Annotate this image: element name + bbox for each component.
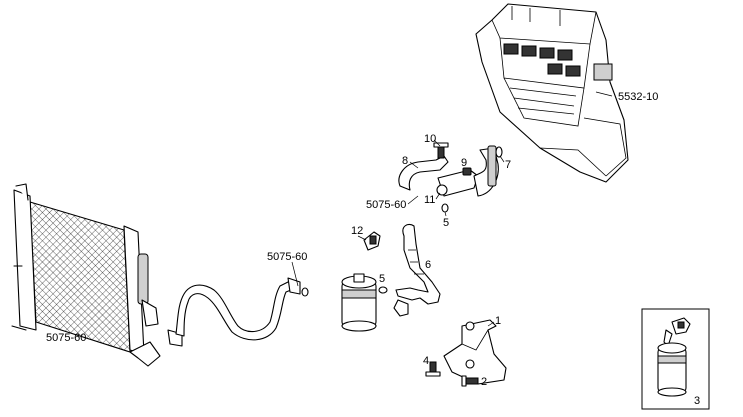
leader-heater-box xyxy=(595,91,613,97)
leader-10 xyxy=(433,139,441,147)
callout-5a: 5 xyxy=(443,217,449,229)
leader-pipe-lower xyxy=(291,261,299,287)
callout-11: 11 xyxy=(424,194,435,206)
condenser[interactable] xyxy=(11,183,183,367)
leader-11 xyxy=(435,192,441,200)
bolt-2[interactable] xyxy=(461,375,479,387)
callout-1: 1 xyxy=(495,315,501,327)
upper-hose-assembly[interactable] xyxy=(398,145,499,197)
callout-10: 10 xyxy=(424,133,436,145)
leader-pipe-upper xyxy=(407,195,419,205)
callout-8: 8 xyxy=(402,155,408,167)
receiver-drier[interactable] xyxy=(341,273,377,332)
callout-pipe-upper: 5075-60 xyxy=(366,199,406,211)
leader-12 xyxy=(357,235,367,241)
leader-7 xyxy=(499,155,505,163)
condenser-pipe[interactable] xyxy=(175,277,309,341)
callout-3: 3 xyxy=(694,395,700,407)
connector-12[interactable] xyxy=(363,231,381,251)
callout-5b: 5 xyxy=(379,273,385,285)
receiver-drier-inset[interactable] xyxy=(657,317,691,397)
leader-8 xyxy=(409,161,419,169)
o-ring-5-upper[interactable] xyxy=(441,203,449,213)
hose-6[interactable] xyxy=(395,223,441,305)
callout-9: 9 xyxy=(461,157,467,169)
heater-box[interactable] xyxy=(475,3,629,183)
bracket-1[interactable] xyxy=(443,319,507,385)
callout-4: 4 xyxy=(423,355,429,367)
bolt-4[interactable] xyxy=(425,361,441,377)
callout-12: 12 xyxy=(351,225,363,237)
fitting-lower[interactable] xyxy=(393,299,409,317)
o-ring-5-lower[interactable] xyxy=(378,286,388,294)
o-ring-7[interactable] xyxy=(495,146,503,158)
callout-6: 6 xyxy=(425,259,431,271)
leader-1 xyxy=(487,321,495,327)
leader-5a xyxy=(444,211,447,217)
callout-2: 2 xyxy=(481,376,487,388)
bolt-10[interactable] xyxy=(433,142,449,159)
callout-condenser: 5075-60 xyxy=(46,332,86,344)
callout-heater-box: 5532-10 xyxy=(618,91,658,103)
callout-pipe-lower: 5075-60 xyxy=(267,251,307,263)
nut-9[interactable] xyxy=(462,167,472,176)
callout-7: 7 xyxy=(505,159,511,171)
